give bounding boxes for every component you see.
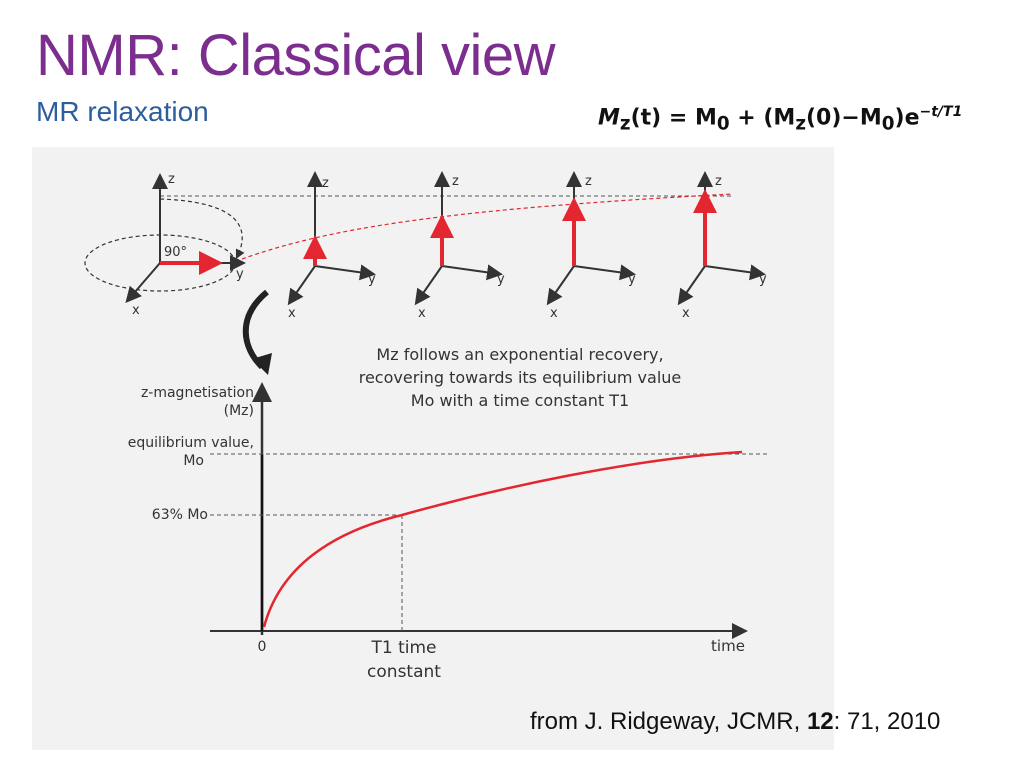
frame-5-y-label: y	[759, 272, 767, 287]
transition-arrowhead	[252, 353, 272, 375]
formula-part-1: (t) = M	[630, 105, 717, 131]
description-line-2: recovering towards its equilibrium value	[359, 368, 682, 387]
description-line-3: Mo with a time constant T1	[411, 391, 629, 410]
relaxation-figure: z y x 90° z y x z y x z	[32, 147, 834, 750]
frame-4-z-label: z	[585, 174, 592, 189]
frame-4-axes	[546, 171, 636, 306]
equilibrium-label-1: equilibrium value,	[128, 435, 254, 451]
slide-title: NMR: Classical view	[36, 23, 556, 88]
frame-3-z-label: z	[452, 174, 459, 189]
citation: from J. Ridgeway, JCMR, 12: 71, 2010	[530, 708, 940, 736]
frame-3-axes	[414, 171, 503, 306]
description-line-1: Mz follows an exponential recovery,	[376, 345, 663, 364]
formula-part-4: )e	[894, 105, 920, 131]
formula-m: M	[598, 105, 620, 131]
frame-5-axes	[677, 171, 766, 306]
time-axis-label: time	[711, 637, 745, 655]
frame-5-x-label: x	[682, 306, 690, 321]
frame-3-y-label: y	[497, 272, 505, 287]
citation-suffix: : 71, 2010	[833, 708, 941, 735]
frame-4-x-label: x	[550, 306, 558, 321]
formula-sub-z2: z	[795, 113, 806, 135]
frame-1-y-label: y	[236, 267, 244, 282]
frame-2-y-label: y	[368, 272, 376, 287]
formula-part-3: (0)−M	[806, 105, 882, 131]
frame-1-x-label: x	[132, 303, 140, 318]
frame-2-x-label: x	[288, 306, 296, 321]
citation-volume: 12	[806, 708, 834, 735]
formula-sub-z: z	[619, 113, 631, 135]
frame-1-z-label: z	[168, 172, 175, 187]
y-axis-label-2: (Mz)	[224, 403, 254, 419]
t1-label-1: T1 time	[370, 638, 436, 658]
formula-exponent: −t/T1	[919, 104, 963, 120]
pulse-angle-label: 90°	[164, 245, 187, 260]
formula-part-2: + (M	[729, 105, 796, 131]
formula-sub-0b: 0	[881, 113, 895, 135]
origin-label: 0	[258, 639, 267, 655]
frame-3-x-label: x	[418, 306, 426, 321]
slide-subtitle: MR relaxation	[36, 96, 209, 127]
frame-5-z-label: z	[715, 174, 722, 189]
frame-2-z-label: z	[322, 176, 329, 191]
y-axis-label-1: z-magnetisation	[141, 385, 254, 401]
citation-prefix: from J. Ridgeway, JCMR,	[530, 708, 807, 735]
pct63-label: 63% Mo	[152, 507, 208, 523]
recovery-curve	[262, 450, 743, 628]
figure-svg: z y x 90° z y x z y x z	[84, 171, 770, 682]
t1-label-2: constant	[367, 662, 441, 682]
frame-1-axes	[84, 173, 246, 304]
recovery-dashed-curve	[241, 193, 733, 260]
frame-4-y-label: y	[628, 272, 636, 287]
formula-sub-0: 0	[716, 113, 730, 135]
equilibrium-label-2: Mo	[183, 453, 204, 469]
frame-2-axes	[287, 171, 376, 306]
relaxation-formula: Mz(t) = M0 + (Mz(0)−M0)e−t/T1	[598, 104, 962, 135]
